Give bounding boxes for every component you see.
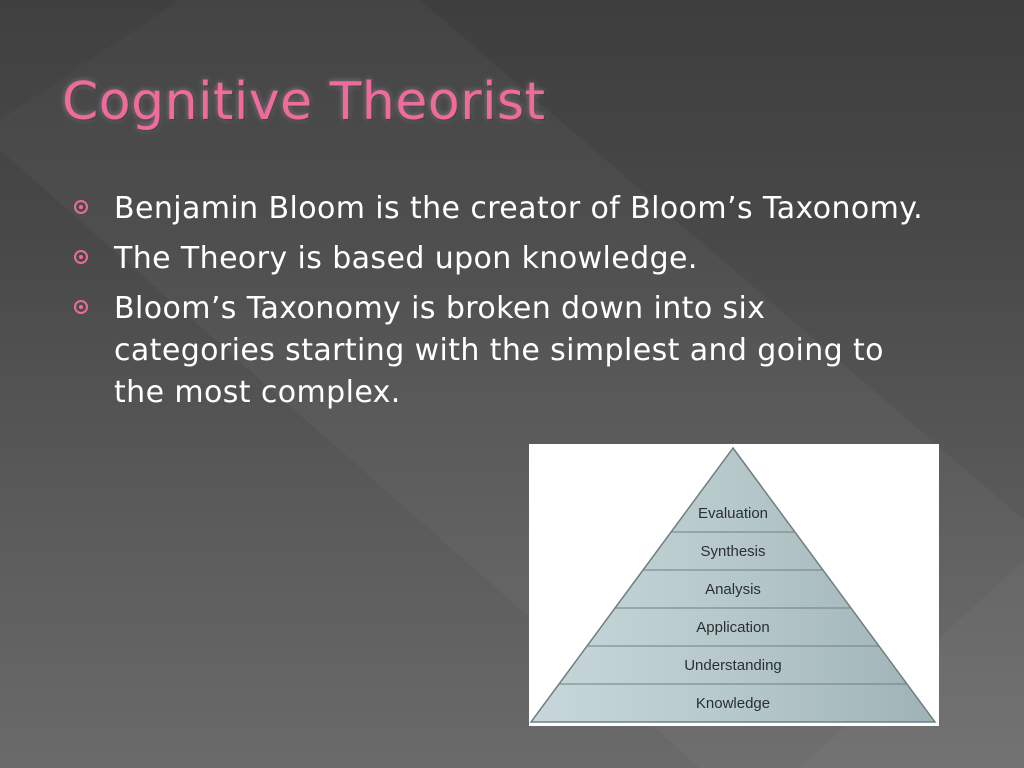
pyramid-level-application: Application xyxy=(696,619,769,636)
bullet-list: Benjamin Bloom is the creator of Bloom’s… xyxy=(72,188,952,422)
bullet-circle-icon xyxy=(74,250,88,264)
pyramid-level-analysis: Analysis xyxy=(705,581,761,598)
bullet-item: Bloom’s Taxonomy is broken down into six… xyxy=(72,288,952,414)
pyramid-level-knowledge: Knowledge xyxy=(696,695,770,712)
pyramid-level-synthesis: Synthesis xyxy=(700,543,765,560)
bullet-circle-icon xyxy=(74,200,88,214)
slide-title: Cognitive Theorist xyxy=(62,72,546,132)
bullet-item: The Theory is based upon knowledge. xyxy=(72,238,952,280)
pyramid-level-evaluation: Evaluation xyxy=(698,505,768,522)
bullet-circle-icon xyxy=(74,300,88,314)
bullet-text: Benjamin Bloom is the creator of Bloom’s… xyxy=(114,191,924,226)
bullet-text: Bloom’s Taxonomy is broken down into six… xyxy=(114,291,884,410)
pyramid-triangle xyxy=(529,446,937,723)
bullet-text: The Theory is based upon knowledge. xyxy=(114,241,698,276)
bullet-item: Benjamin Bloom is the creator of Bloom’s… xyxy=(72,188,952,230)
pyramid-diagram: EvaluationSynthesisAnalysisApplicationUn… xyxy=(529,446,937,723)
pyramid-level-understanding: Understanding xyxy=(684,657,782,674)
